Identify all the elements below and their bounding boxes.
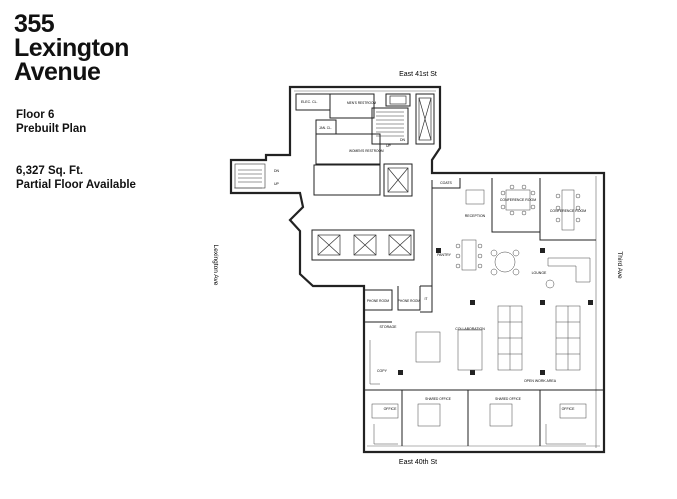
- label-jan: JAN. CL.: [319, 126, 332, 130]
- label-dn-core: DN: [400, 138, 406, 142]
- street-south: East 40th St: [399, 459, 437, 466]
- label-open-work: OPEN WORK AREA: [524, 379, 557, 383]
- label-shared-office-1: SHARED OFFICE: [425, 397, 451, 401]
- label-elec: ELEC. CL.: [301, 100, 318, 104]
- window-band: [234, 90, 600, 448]
- street-east: Third Ave: [616, 251, 623, 279]
- exterior-walls: [229, 85, 606, 454]
- elevators: [317, 95, 432, 256]
- plan-type: Prebuilt Plan: [16, 123, 87, 135]
- area-info: 6,327 Sq. Ft. Partial Floor Available: [16, 164, 136, 192]
- floor-info: Floor 6 Prebuilt Plan: [16, 108, 86, 136]
- label-pantry: PANTRY: [437, 253, 452, 257]
- label-phone-1: PHONE ROOM: [367, 299, 389, 303]
- title-line-1: 355: [14, 10, 55, 38]
- label-it: IT: [424, 297, 428, 301]
- partitions: [364, 178, 604, 446]
- title-line-2: Lexington: [14, 34, 129, 62]
- label-office-2: OFFICE: [562, 407, 575, 411]
- label-copy: COPY: [377, 369, 388, 373]
- floor-label: Floor 6: [16, 109, 55, 121]
- label-storage: STORAGE: [379, 325, 397, 329]
- west-stair: [234, 163, 266, 189]
- label-conference: CONFERENCE ROOM: [500, 198, 536, 202]
- label-phone-2: PHONE ROOM: [398, 299, 420, 303]
- label-dn-west: DN: [274, 169, 280, 173]
- furniture: [369, 184, 591, 445]
- label-reception: RECEPTION: [465, 214, 486, 218]
- columns: [398, 248, 593, 375]
- label-coats: COATS: [440, 181, 452, 185]
- label-collaboration: COLLABORATION: [455, 327, 485, 331]
- street-west: Lexington Ave: [212, 245, 219, 286]
- street-north: East 41st St: [399, 71, 437, 78]
- area-label: 6,327 Sq. Ft.: [16, 165, 84, 177]
- label-lounge: LOUNGE: [532, 271, 547, 275]
- label-womens: WOMEN'S RESTROOM: [349, 149, 384, 153]
- label-office-1: OFFICE: [384, 407, 397, 411]
- building-title: 355 Lexington Avenue: [14, 10, 129, 86]
- title-line-3: Avenue: [14, 58, 101, 86]
- label-conference-2: CONFERENCE ROOM: [550, 209, 586, 213]
- label-shared-office-2: SHARED OFFICE: [495, 397, 521, 401]
- label-mens: MEN'S RESTROOM: [347, 101, 376, 105]
- label-up-west: UP: [274, 182, 280, 186]
- availability-label: Partial Floor Available: [16, 179, 136, 191]
- core-stair: [376, 111, 404, 137]
- building-core: [295, 93, 435, 261]
- label-up-core: UP: [386, 144, 392, 148]
